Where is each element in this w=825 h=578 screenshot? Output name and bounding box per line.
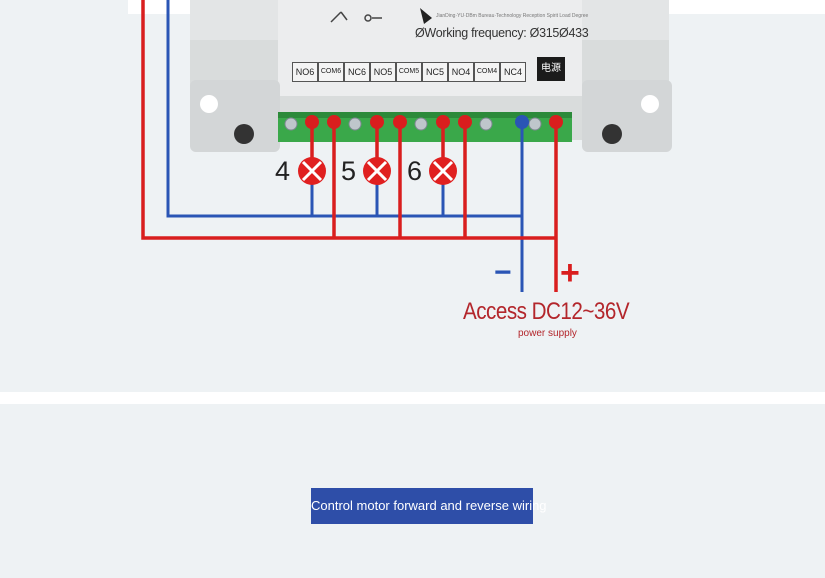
arrow-icon: [420, 8, 432, 24]
terminal-screws: [284, 117, 542, 131]
terminal-label: NC6: [344, 62, 370, 82]
screw-right: [602, 124, 622, 144]
terminal-label: NO4: [448, 62, 474, 82]
terminal-label: NO6: [292, 62, 318, 82]
relay-symbol-icon: [330, 11, 382, 23]
terminal-label: NO5: [370, 62, 396, 82]
mount-hole-right: [641, 95, 659, 113]
lamp-number: 6: [407, 156, 423, 186]
red-wires: [141, 0, 558, 292]
terminal-label: NC5: [422, 62, 448, 82]
power-access-title: Access DC12~36V: [463, 298, 630, 325]
module-tiny-text: JianDing·YU·DBm Bureau·Technology Recept…: [436, 13, 589, 19]
lamp-icon: [429, 157, 457, 185]
lamp-icon: [363, 157, 391, 185]
terminal-label: NC4: [500, 62, 526, 82]
section-divider: [0, 392, 825, 404]
lamp-number: 4: [275, 156, 291, 186]
positive-terminal-sign: +: [560, 254, 580, 292]
left-mount-flange: [190, 80, 280, 152]
working-frequency-text: ØWorking frequency: Ø315Ø433: [415, 26, 589, 40]
mount-hole-left: [200, 95, 218, 113]
screw-left: [234, 124, 254, 144]
lamp-number: 5: [341, 156, 357, 186]
section-2-title: Control motor forward and reverse wiring: [311, 488, 547, 524]
right-mount-flange: [582, 80, 672, 152]
terminal-label: COM4: [474, 62, 500, 82]
terminal-label: COM5: [396, 62, 422, 82]
lamp-icon: [298, 157, 326, 185]
negative-terminal-sign: −: [494, 256, 512, 289]
power-supply-subtitle: power supply: [518, 328, 577, 339]
power-label: 电源: [537, 57, 565, 81]
terminal-label: COM6: [318, 62, 344, 82]
blue-wires: [166, 0, 524, 292]
connection-dots: [305, 115, 563, 129]
